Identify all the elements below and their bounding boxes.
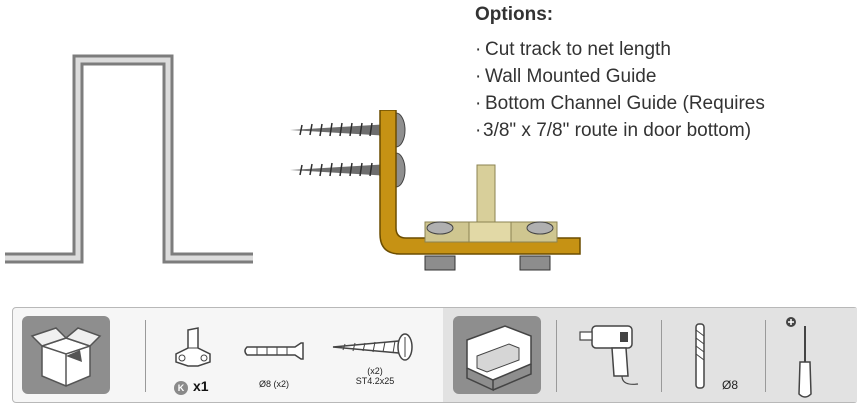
track-profile-diagram: [5, 54, 253, 264]
screw-icon: [332, 333, 413, 361]
options-section: Options: Cut track to net length Wall Mo…: [475, 4, 765, 144]
screwdriver-icon: [786, 317, 812, 398]
drill-bit-diameter: Ø8: [722, 378, 739, 392]
parts-tools-strip: K x1 Ø8 (x2) (x2) ST4.2x25: [12, 307, 857, 403]
option-item: Cut track to net length: [475, 36, 765, 63]
anchor-label: Ø8 (x2): [258, 379, 289, 389]
screw-spec: ST4.2x25: [355, 376, 395, 386]
separator: [765, 320, 766, 392]
option-item: Bottom Channel Guide (Requires: [475, 90, 765, 117]
options-title: Options:: [475, 4, 554, 25]
channel-guide-tile: [453, 316, 541, 394]
separator: [556, 320, 557, 392]
floor-guide-icon: [175, 327, 211, 367]
package-tile: [22, 316, 110, 394]
channel-guide-icon: [466, 325, 532, 392]
power-drill-icon: [579, 325, 639, 385]
open-box-icon: [30, 327, 102, 387]
separator: [145, 320, 146, 392]
wall-mounted-guide-diagram: [290, 110, 581, 271]
drill-bit-icon: [695, 323, 705, 389]
kit-letter-badge: K: [174, 381, 188, 395]
option-item-continued: 3/8" x 7/8" route in door bottom): [475, 117, 765, 144]
separator: [661, 320, 662, 392]
options-list: Cut track to net length Wall Mounted Gui…: [475, 36, 765, 144]
wall-anchor-icon: [244, 342, 304, 360]
screw-quantity: (x2): [367, 366, 383, 376]
option-item: Wall Mounted Guide: [475, 63, 765, 90]
kit-quantity: x1: [193, 378, 209, 394]
